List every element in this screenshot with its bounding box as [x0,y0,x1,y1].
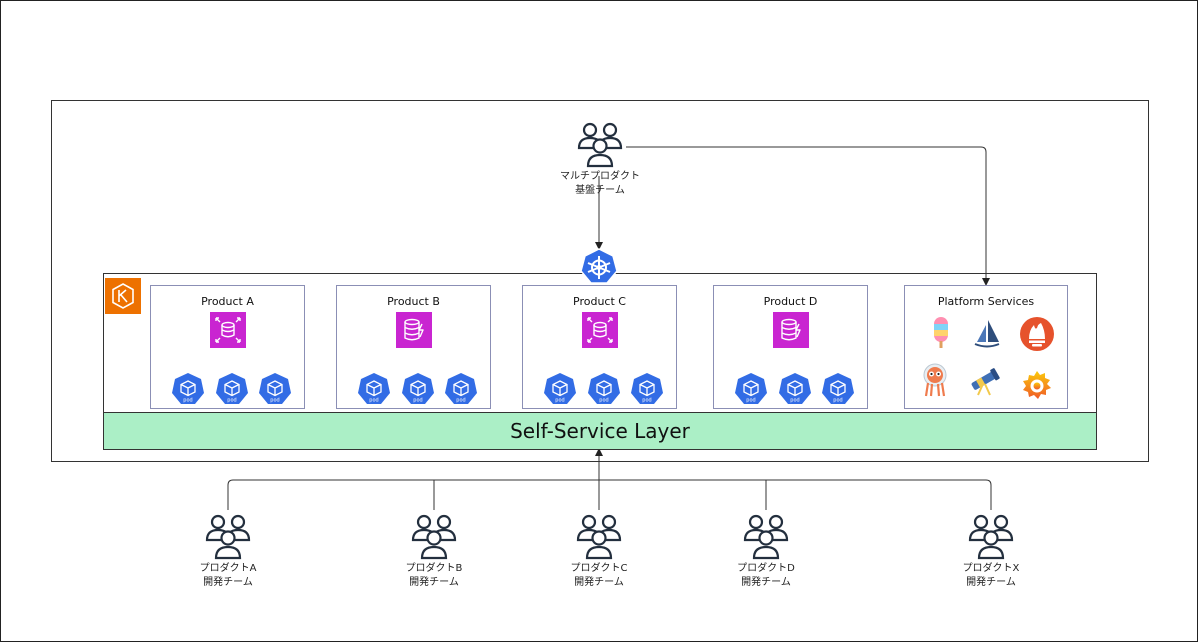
argo-workflows-icon [974,320,1000,348]
product-a-title: Product A [201,295,254,308]
dev-team-c-label: プロダクトC 開発チーム [549,562,649,590]
product-d-box: Product D pod pod pod [713,285,868,409]
pod-label: pod [413,398,422,404]
platform-boundary [51,100,1149,462]
dev-team-d-label-line2: 開発チーム [741,577,791,588]
dev-team-d-label: プロダクトD 開発チーム [716,562,816,590]
product-c-title: Product C [573,295,626,308]
pod-label: pod [599,398,608,404]
dev-team-x-label: プロダクトX 開発チーム [941,562,1041,590]
pod-label: pod [227,398,236,404]
pod-icon: pod [631,373,663,404]
dev-team-a: プロダクトA 開発チーム [178,510,278,590]
pod-icon: pod [358,373,390,404]
pod-icon: pod [259,373,291,404]
pod-label: pod [183,398,192,404]
dev-team-a-label: プロダクトA 開発チーム [178,562,278,590]
dev-team-a-label-line2: 開発チーム [203,577,253,588]
pod-label: pod [833,398,842,404]
platform-team-label-line1: マルチプロダクト [560,171,640,182]
dev-team-d: プロダクトD 開発チーム [716,510,816,590]
dev-team-c-label-line2: 開発チーム [574,577,624,588]
dev-team-b-label-line1: プロダクトB [405,563,463,574]
product-d-title: Product D [763,295,818,308]
pod-icon: pod [445,373,477,404]
product-a-box: Product A pod pod pod [150,285,305,409]
dev-team-d-label-line1: プロダクトD [737,563,795,574]
users-group-icon [743,514,789,560]
dev-team-b: プロダクトB 開発チーム [384,510,484,590]
kubernetes-icon [580,248,618,284]
pod-icon: pod [402,373,434,404]
dev-team-b-label: プロダクトB 開発チーム [384,562,484,590]
pod-label: pod [369,398,378,404]
platform-team-label: マルチプロダクト 基盤チーム [550,170,650,198]
users-group-icon [576,514,622,560]
grafana-icon [1023,371,1051,399]
pod-icon: pod [822,373,854,404]
users-group-icon [577,122,623,168]
product-b-title: Product B [387,295,440,308]
pod-icon: pod [779,373,811,404]
users-group-icon [968,514,1014,560]
product-b-box: Product B pod pod pod [336,285,491,409]
pod-label: pod [555,398,564,404]
self-service-layer: Self-Service Layer [103,412,1097,450]
pod-label: pod [270,398,279,404]
self-service-layer-label: Self-Service Layer [510,419,690,443]
users-group-icon [411,514,457,560]
dev-team-c: プロダクトC 開発チーム [549,510,649,590]
pod-label: pod [456,398,465,404]
platform-services-box: Platform Services [904,285,1068,409]
pod-icon: pod [216,373,248,404]
prometheus-icon [1020,317,1054,351]
platform-team-label-line2: 基盤チーム [575,185,625,196]
dev-team-a-label-line1: プロダクトA [199,563,257,574]
dev-team-x-label-line1: プロダクトX [962,563,1020,574]
eks-icon [105,278,141,314]
product-c-box: Product C pod pod pod [522,285,677,409]
aurora-icon [210,312,246,348]
dev-team-b-label-line2: 開発チーム [409,577,459,588]
aurora-icon [582,312,618,348]
pod-label: pod [746,398,755,404]
pod-icon: pod [588,373,620,404]
dev-team-x: プロダクトX 開発チーム [941,510,1041,590]
dev-team-c-label-line1: プロダクトC [570,563,628,574]
users-group-icon [205,514,251,560]
argocd-icon [923,363,947,397]
platform-services-title: Platform Services [937,295,1035,308]
telescope-icon [971,368,1000,396]
dynamodb-icon [773,312,809,348]
platform-team: マルチプロダクト 基盤チーム [550,118,650,198]
pod-icon: pod [172,373,204,404]
pod-icon: pod [735,373,767,404]
pod-label: pod [790,398,799,404]
pod-icon: pod [544,373,576,404]
dynamodb-icon [396,312,432,348]
karpenter-icon [934,317,948,348]
dev-team-x-label-line2: 開発チーム [966,577,1016,588]
pod-label: pod [642,398,651,404]
